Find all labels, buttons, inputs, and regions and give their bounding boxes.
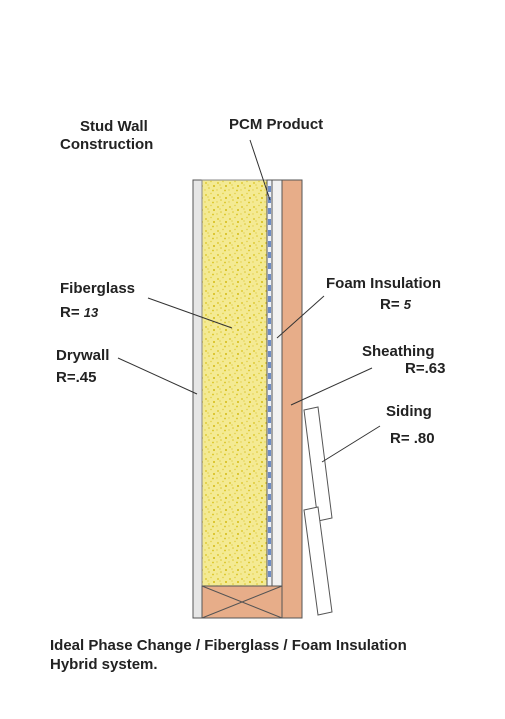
stud-wall-label-line2: Construction (60, 136, 154, 153)
pcm-cell (268, 351, 271, 357)
siding-board-lower (303, 506, 333, 616)
siding-board-upper (303, 406, 333, 522)
pcm-cell (268, 527, 271, 533)
fiberglass-label: Fiberglass (60, 280, 136, 297)
pcm-cell (268, 560, 271, 566)
pcm-cell (268, 538, 271, 544)
fiberglass-leader-line (147, 297, 233, 329)
pcm-cell (268, 549, 271, 555)
pcm-cell (268, 439, 271, 445)
fiberglass-r-value: R= 13 (60, 304, 98, 322)
siding-leader-line (321, 425, 381, 463)
pcm-cell (268, 307, 271, 313)
pcm-cell (268, 285, 271, 291)
pcm-cell (268, 263, 271, 269)
pcm-product-label: PCM Product (229, 116, 324, 133)
sheathing-r-value: R=.63 (405, 360, 446, 377)
fiberglass-r-prefix: R= (60, 304, 80, 321)
pcm-cell (268, 494, 271, 500)
pcm-cells (268, 186, 271, 577)
pcm-cell (268, 329, 271, 335)
siding-label: Siding (386, 403, 432, 420)
pcm-cell (268, 384, 271, 390)
pcm-cell (268, 472, 271, 478)
drywall-r-value: R=.45 (56, 369, 97, 386)
pcm-cell (268, 571, 271, 577)
pcm-cell (268, 186, 271, 192)
foam-leader-line (276, 295, 325, 339)
caption-line1: Ideal Phase Change / Fiberglass / Foam I… (50, 637, 407, 654)
foam-insulation-label: Foam Insulation (326, 275, 442, 292)
siding-r-value: R= .80 (390, 430, 435, 447)
pcm-cell (268, 483, 271, 489)
pcm-cell (268, 296, 271, 302)
pcm-cell (268, 340, 271, 346)
pcm-cell (268, 417, 271, 423)
pcm-cell (268, 252, 271, 258)
pcm-cell (268, 274, 271, 280)
stud-wall-label: Stud Wall (80, 118, 148, 135)
pcm-cell (268, 450, 271, 456)
pcm-cell (268, 395, 271, 401)
pcm-cell (268, 362, 271, 368)
caption-line2: Hybrid system. (50, 656, 158, 673)
sheathing-leader-line (290, 367, 373, 406)
pcm-leader-line (249, 139, 271, 201)
foam-r-number: 5 (403, 297, 411, 312)
drywall-leader-line (117, 357, 198, 395)
pcm-cell (268, 505, 271, 511)
pcm-cell (268, 516, 271, 522)
pcm-cell (268, 428, 271, 434)
pcm-cell (268, 406, 271, 412)
drywall-label: Drywall (56, 347, 110, 364)
pcm-cell (268, 219, 271, 225)
drywall-layer (192, 179, 203, 619)
fiberglass-layer (201, 179, 268, 587)
pcm-cell (268, 461, 271, 467)
pcm-cell (268, 230, 271, 236)
foam-r-prefix: R= (380, 296, 400, 313)
pcm-cell (268, 318, 271, 324)
pcm-cell (268, 208, 271, 214)
foam-r-value: R= 5 (380, 296, 411, 314)
pcm-cell (268, 373, 271, 379)
foam-insulation-layer (271, 179, 283, 587)
sheathing-layer (281, 179, 303, 619)
pcm-product-layer (266, 179, 273, 587)
bottom-plate-cross-2 (201, 585, 283, 619)
pcm-cell (268, 241, 271, 247)
fiberglass-r-number: 13 (83, 305, 99, 320)
sheathing-label: Sheathing (362, 343, 435, 360)
